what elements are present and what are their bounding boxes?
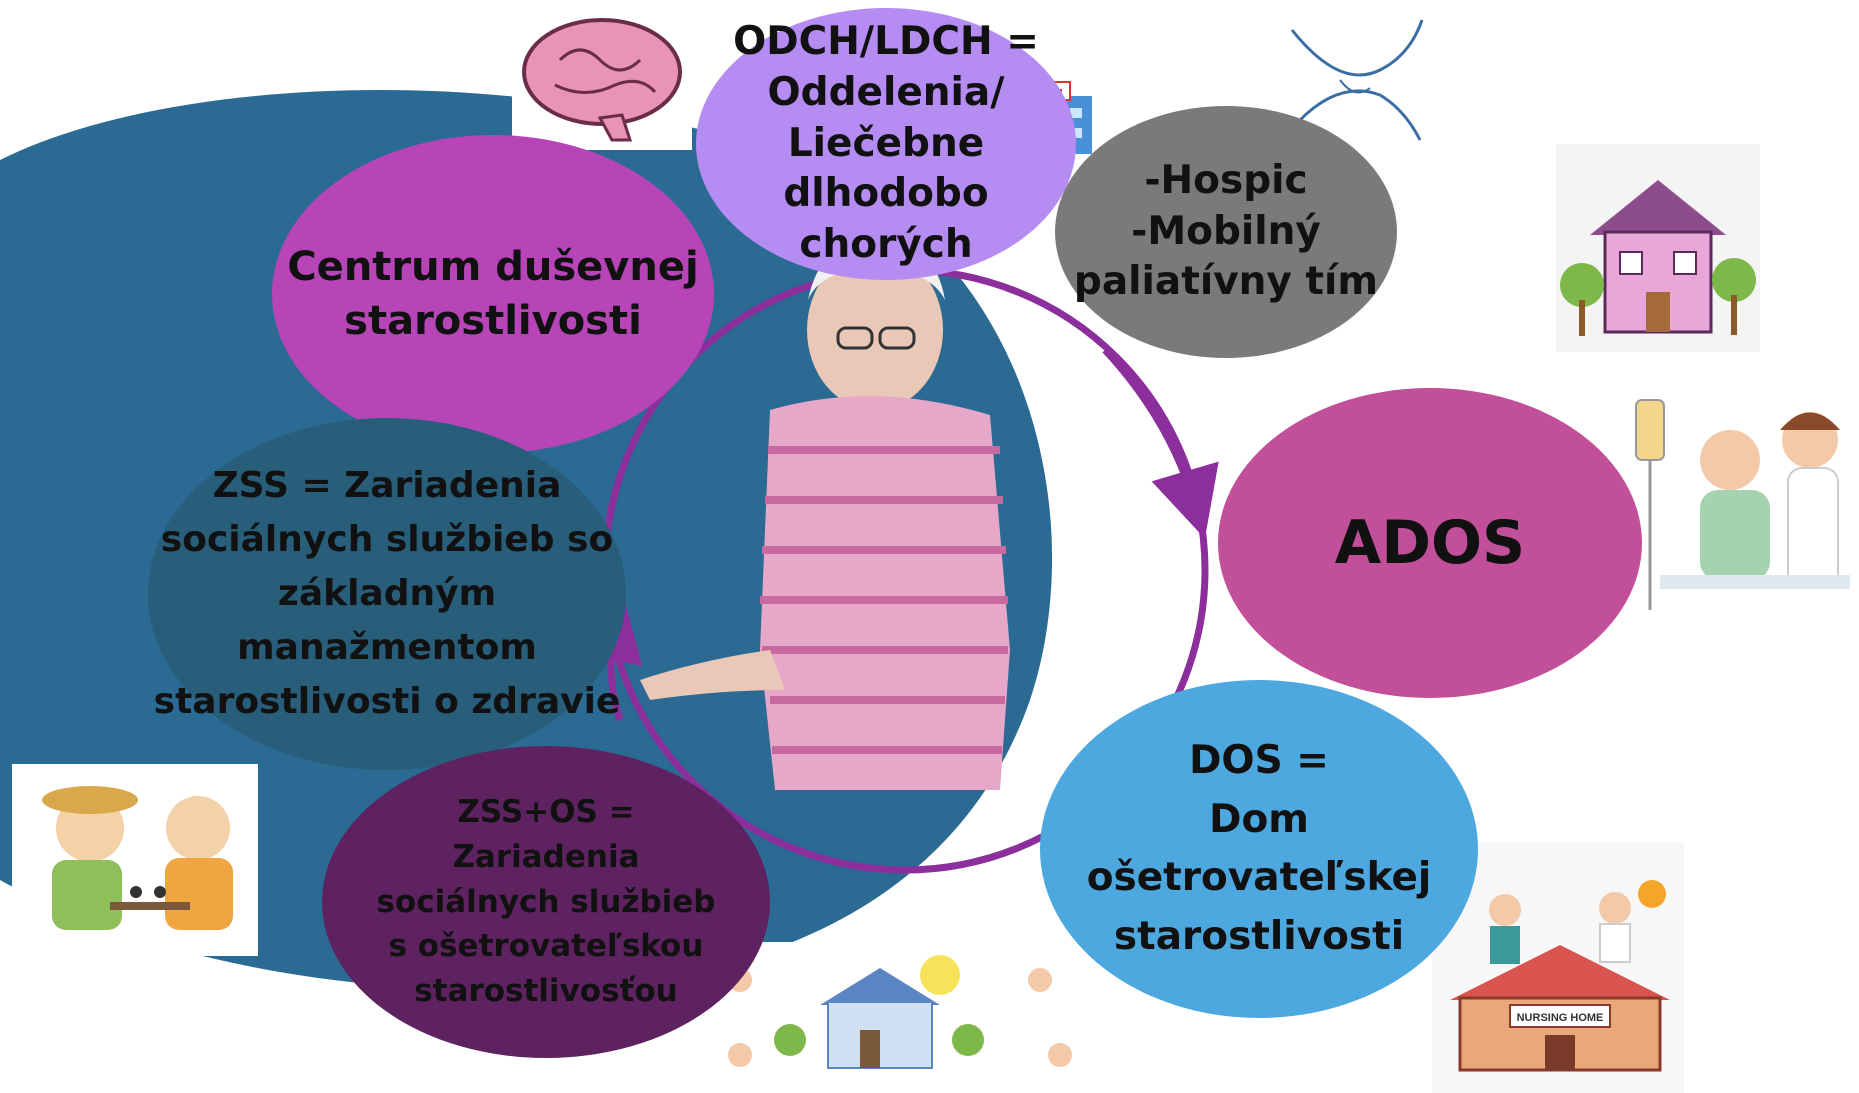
nursing-home-icon: NURSING HOME [1432, 842, 1684, 1093]
bubble-zss-label: ZSS = Zariadenia sociálnych službieb so … [153, 465, 621, 722]
bubble-zss-os: ZSS+OS = Zariadenia sociálnych službieb … [322, 746, 770, 1058]
bubble-ados: ADOS [1218, 388, 1642, 698]
bubble-zss: ZSS = Zariadenia sociálnych službieb so … [148, 418, 626, 770]
bubble-zss-os-label: ZSS+OS = Zariadenia sociálnych službieb … [376, 793, 716, 1010]
bubble-odch-label: ODCH/LDCH = Oddelenia/ Liečebne dlhodobo… [733, 19, 1039, 268]
cycle-arrow-right [1102, 347, 1219, 539]
bubble-odch-ldch: ODCH/LDCH = Oddelenia/ Liečebne dlhodobo… [696, 8, 1076, 280]
house-icon [1556, 144, 1760, 352]
patient-nurse-icon [1614, 380, 1859, 628]
bubble-dos: DOS = Dom ošetrovateľskej starostlivosti [1040, 680, 1478, 1018]
bubble-dos-label: DOS = Dom ošetrovateľskej starostlivosti [1086, 738, 1432, 959]
bubble-hospic-label: -Hospic -Mobilný paliatívny tím [1073, 157, 1379, 305]
bubble-centrum: Centrum duševnej starostlivosti [272, 135, 714, 453]
bubble-centrum-label: Centrum duševnej starostlivosti [287, 244, 699, 344]
chess-players-icon [12, 764, 258, 956]
brain-icon [512, 10, 692, 150]
elderly-woman-figure [640, 238, 1010, 790]
care-home-collage [702, 942, 1106, 1093]
nursing-home-sign: NURSING HOME [1517, 1012, 1604, 1024]
bubble-ados-label: ADOS [1334, 508, 1526, 578]
bubble-hospic: -Hospic -Mobilný paliatívny tím [1055, 106, 1397, 358]
